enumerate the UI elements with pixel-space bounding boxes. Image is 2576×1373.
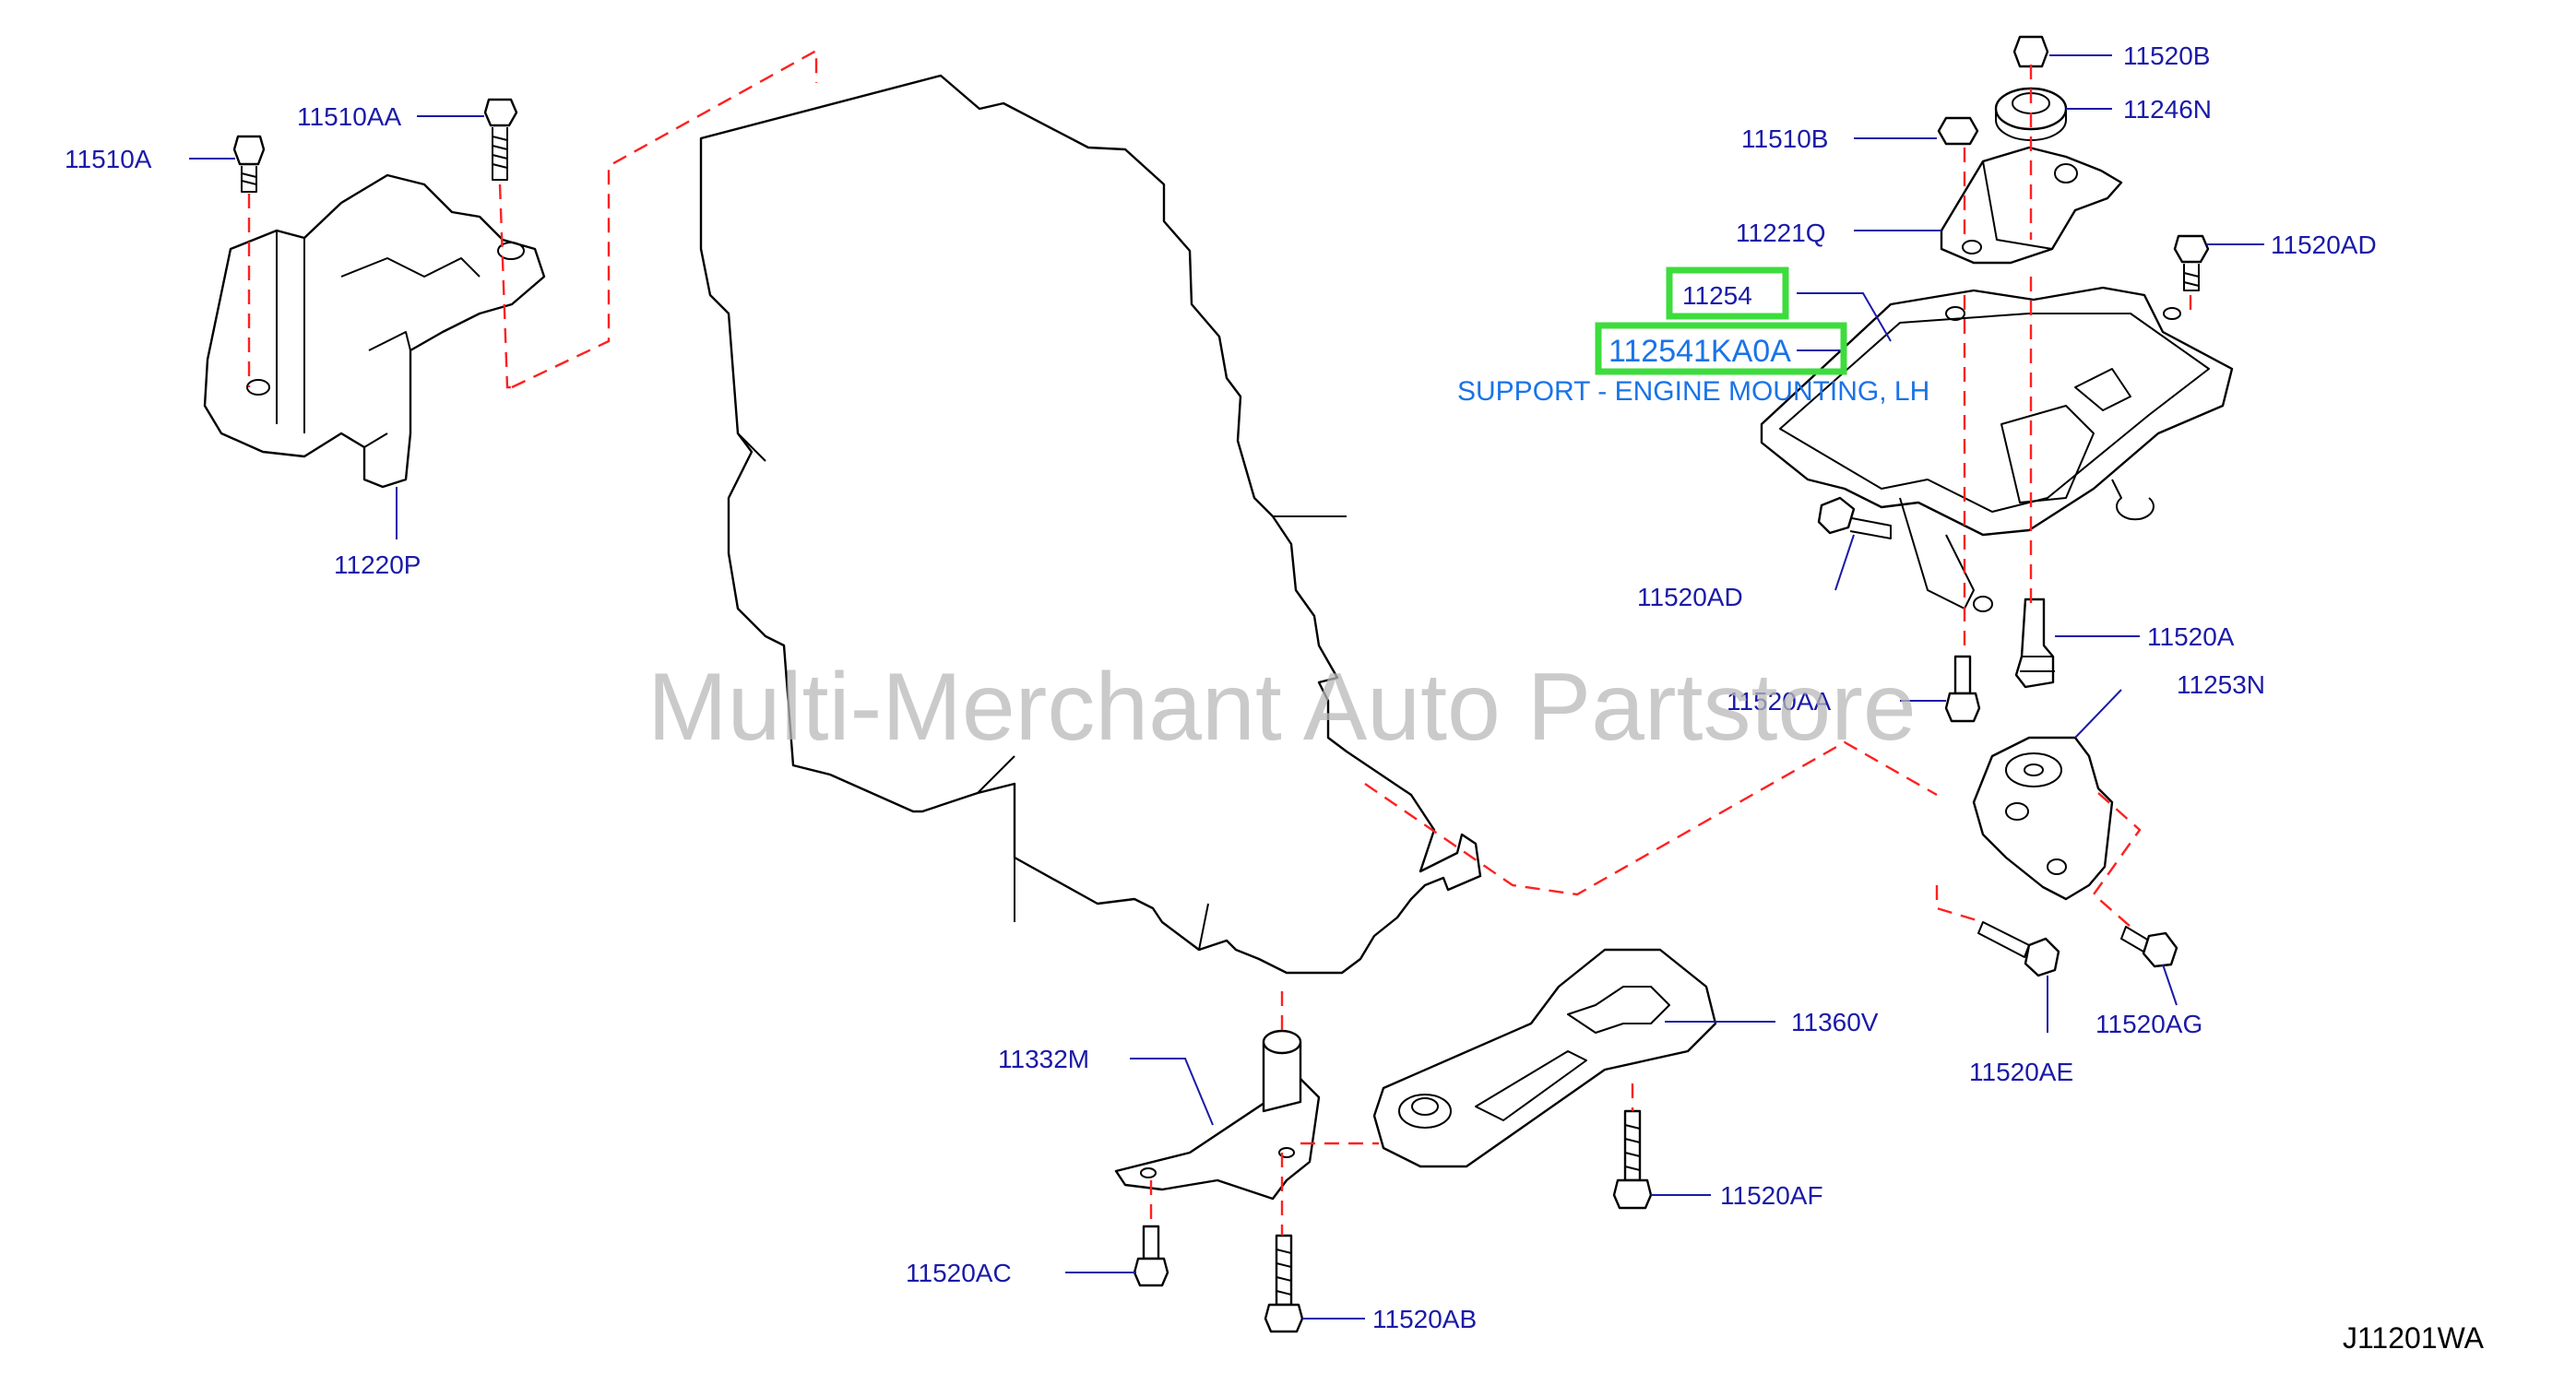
label-11510B[interactable]: 11510B: [1741, 124, 1828, 153]
label-11520AC[interactable]: 11520AC: [906, 1259, 1012, 1287]
engine-mount-11253N: [1972, 736, 2114, 901]
label-11510AA[interactable]: 11510AA: [297, 102, 401, 131]
label-11520AF[interactable]: 11520AF: [1720, 1181, 1823, 1210]
label-11221Q[interactable]: 11221Q: [1736, 219, 1826, 247]
label-11520AA[interactable]: 11520AA: [1727, 687, 1831, 716]
engine-mount-11221Q: [1940, 146, 2123, 265]
label-11253N[interactable]: 11253N: [2177, 670, 2265, 699]
label-11220P[interactable]: 11220P: [334, 550, 421, 579]
bracket-11332M: [1114, 1029, 1321, 1201]
nut-11520B-icon: [2012, 35, 2049, 68]
assembly-lines: [247, 48, 2192, 1236]
engine-mounting-support-11254: [1760, 286, 2234, 612]
part-labels: 11510A 11510AA 11220P 11520B 11246N 1151…: [65, 41, 2377, 1333]
label-11332M[interactable]: 11332M: [998, 1045, 1089, 1073]
torque-rod-11360V: [1372, 948, 1717, 1168]
label-11246N[interactable]: 11246N: [2123, 95, 2212, 124]
label-11520AD-top[interactable]: 11520AD: [2271, 231, 2377, 259]
leader-lines: [189, 54, 2264, 1320]
bolt-11510A-icon: [232, 135, 266, 193]
bolt-11520AF-icon: [1612, 1109, 1653, 1210]
bolt-11520AD-top-icon: [2173, 234, 2210, 291]
bolt-11520AG-icon: [2120, 926, 2178, 968]
label-11520AG[interactable]: 11520AG: [2095, 1010, 2202, 1038]
part-group-number[interactable]: 11254: [1682, 281, 1752, 310]
label-11520AD-mid[interactable]: 11520AD: [1637, 583, 1743, 611]
engine-mount-right-11220P: [203, 173, 546, 489]
label-11520A[interactable]: 11520A: [2147, 622, 2235, 651]
engine-block: [699, 74, 1482, 975]
nut-11510B-icon: [1937, 116, 1979, 146]
part-number-highlight: [1595, 322, 1847, 375]
bolt-11520AB-icon: [1264, 1234, 1304, 1333]
bolt-11520AC-icon: [1133, 1225, 1169, 1287]
stud-11520A-icon: [2014, 598, 2055, 689]
watermark: Multi-Merchant Auto Partstore: [647, 654, 1917, 761]
label-11520AB[interactable]: 11520AB: [1372, 1305, 1477, 1333]
figure-code: J11201WA: [2343, 1321, 2485, 1355]
label-11510A[interactable]: 11510A: [65, 145, 152, 173]
bolt-11520AE-icon: [1977, 921, 2060, 977]
label-11360V[interactable]: 11360V: [1791, 1008, 1879, 1036]
label-11520B[interactable]: 11520B: [2123, 41, 2210, 70]
bolt-11520AD-mid-icon: [1817, 496, 1892, 539]
selected-part-callout: 11254 112541KA0A SUPPORT - ENGINE MOUNTI…: [1457, 266, 1929, 407]
bolt-11520AA-icon: [1944, 655, 1981, 723]
label-11520AE[interactable]: 11520AE: [1969, 1058, 2073, 1086]
part-number[interactable]: 112541KA0A: [1609, 334, 1791, 369]
bolt-11510AA-icon: [483, 98, 518, 181]
part-description: SUPPORT - ENGINE MOUNTING, LH: [1457, 376, 1929, 407]
part-group-highlight: [1666, 266, 1789, 320]
